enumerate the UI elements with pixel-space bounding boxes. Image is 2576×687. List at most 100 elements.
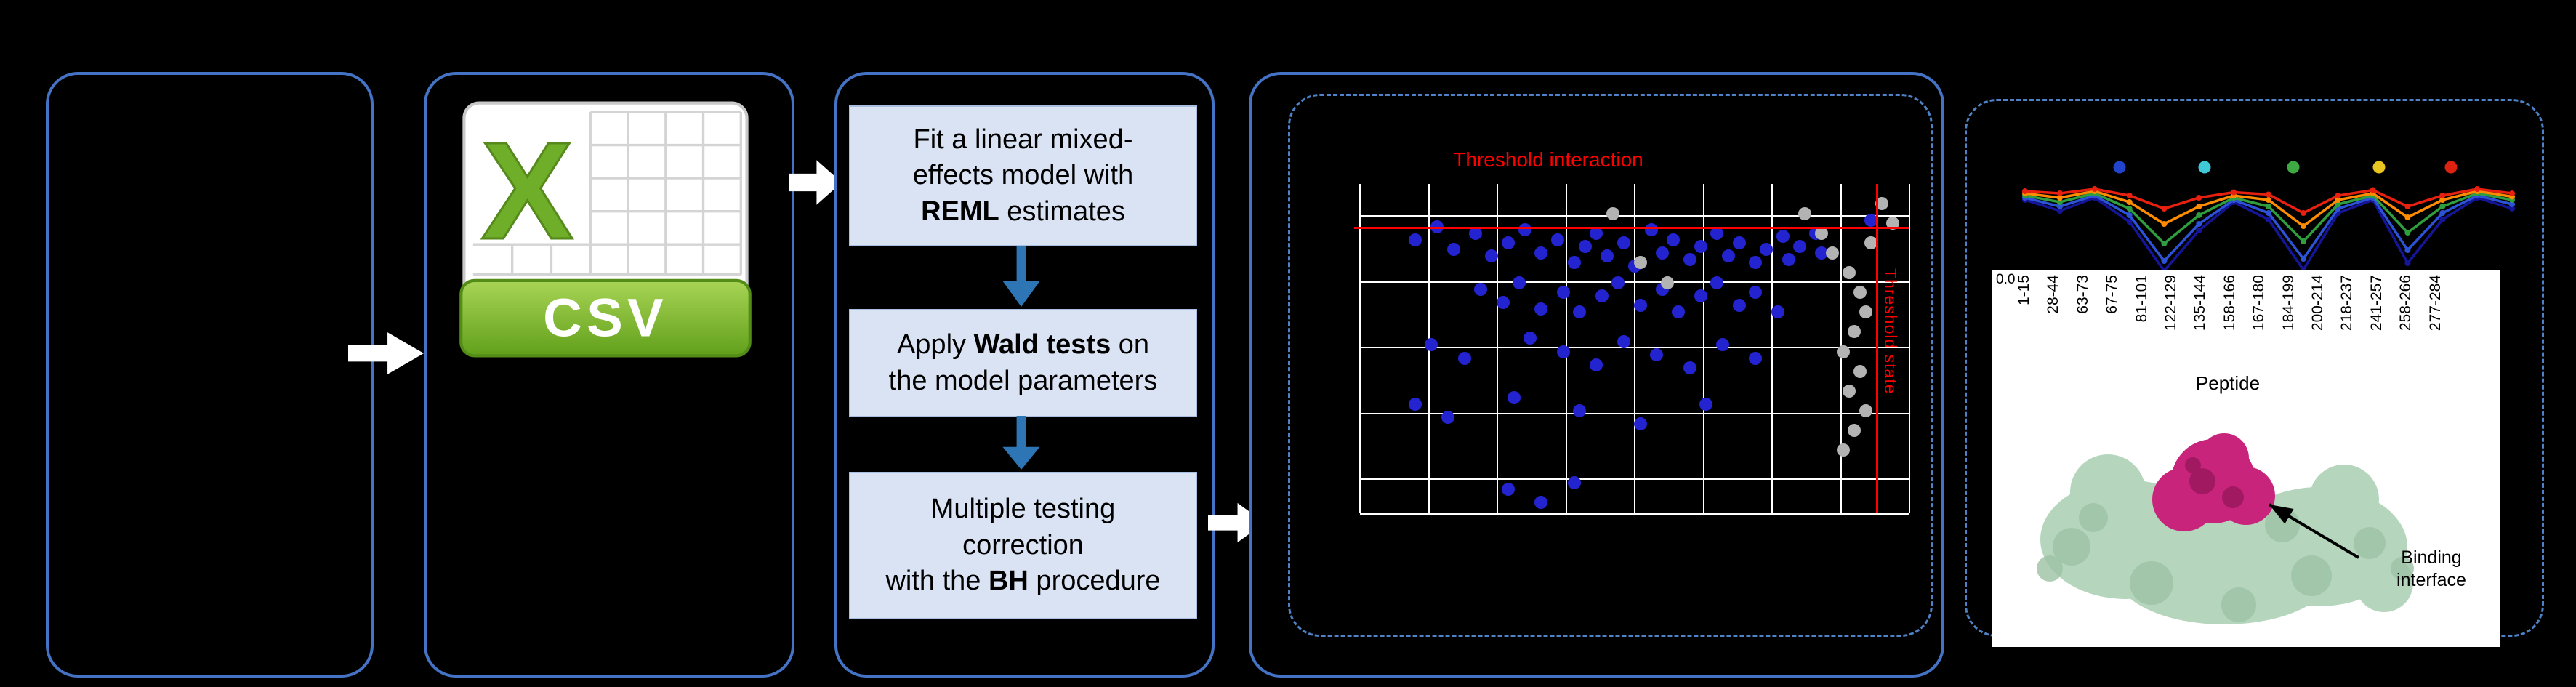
scatter-point-grey-points: [1837, 345, 1851, 358]
excel-x-glyph: X: [481, 114, 573, 268]
gridline-horizontal: [1360, 281, 1909, 283]
down-arrow-icon: [1002, 416, 1040, 470]
profile-point: [2161, 221, 2168, 227]
scatter-point-blue-points: [1556, 286, 1570, 300]
scatter-point-blue-points: [1567, 256, 1581, 270]
profile-point: [2056, 204, 2063, 209]
scatter-point-blue-points: [1534, 496, 1548, 510]
profile-point: [2335, 201, 2341, 207]
profile-point: [2196, 228, 2202, 233]
scatter-point-blue-points: [1699, 397, 1713, 411]
scatter-point-grey-points: [1848, 424, 1861, 437]
gridline-vertical: [1702, 184, 1704, 513]
scatter-point-grey-points: [1848, 325, 1861, 339]
profile-point: [2266, 217, 2271, 222]
scatter-point-grey-points: [1886, 217, 1900, 230]
scatter-point-grey-points: [1853, 286, 1867, 300]
binding-interface-arrow: [2268, 503, 2360, 559]
scatter-point-blue-points: [1655, 246, 1669, 260]
panel-results-scatter: [1249, 72, 1944, 678]
peptide-tick-label: 184-199: [2279, 275, 2297, 332]
profile-point: [2126, 212, 2133, 218]
peptide-tick-label: 122-129: [2162, 275, 2179, 332]
peptide-tick-label: 218-237: [2338, 275, 2356, 332]
scatter-point-blue-points: [1496, 295, 1510, 309]
scatter-point-blue-points: [1468, 226, 1482, 240]
scatter-point-blue-points: [1617, 334, 1630, 348]
scatter-point-blue-points: [1567, 476, 1581, 490]
y-axis-tick-label: 0.0: [1996, 272, 2016, 287]
gridline-vertical: [1497, 184, 1498, 513]
profile-point: [2266, 191, 2271, 198]
scatter-point-blue-points: [1782, 252, 1795, 266]
profile-point: [2266, 210, 2271, 216]
profile-point: [2161, 206, 2168, 212]
scatter-point-blue-points: [1633, 299, 1647, 313]
scatter-point-grey-points: [1859, 403, 1872, 417]
scatter-point-blue-points: [1617, 236, 1630, 250]
legend-dot: [2198, 161, 2211, 174]
gridline-horizontal: [1360, 412, 1909, 414]
scatter-point-blue-points: [1446, 243, 1460, 257]
x-axis-title: Peptide: [2195, 372, 2261, 394]
threshold-vertical-label: Threshold state: [1881, 268, 1900, 395]
down-arrow-icon: [1002, 246, 1040, 307]
scatter-point-blue-points: [1666, 233, 1680, 246]
profile-point: [2404, 214, 2411, 220]
csv-banner: [459, 278, 752, 358]
scatter-point-grey-points: [1853, 364, 1867, 378]
right-arrow-icon: [348, 332, 424, 374]
profile-point: [2370, 187, 2376, 193]
scatter-point-blue-points: [1721, 249, 1735, 263]
scatter-point-blue-points: [1792, 239, 1806, 253]
profile-point: [2126, 199, 2133, 205]
profile-point: [2056, 208, 2063, 214]
gridline-vertical: [1771, 184, 1773, 513]
profile-point: [2404, 230, 2411, 236]
gridline-horizontal: [1360, 347, 1909, 348]
scatter-point-grey-points: [1826, 246, 1840, 260]
scatter-point-blue-points: [1518, 223, 1531, 237]
profile-point: [2056, 195, 2063, 201]
scatter-point-blue-points: [1776, 230, 1790, 244]
scatter-point-blue-points: [1502, 236, 1516, 250]
profile-point: [2509, 201, 2515, 207]
scatter-point-grey-points: [1842, 384, 1856, 398]
profile-point: [2335, 197, 2341, 203]
scatter-point-blue-points: [1749, 286, 1763, 300]
uptake-profile-chart: [2022, 161, 2515, 274]
profile-point: [2196, 221, 2202, 227]
scatter-point-blue-points: [1502, 483, 1516, 497]
profile-point: [2439, 193, 2446, 198]
profile-point: [2266, 197, 2271, 203]
csv-file-icon: X CSV: [459, 101, 752, 358]
spreadsheet-grid: [472, 111, 742, 276]
scatter-point-blue-points: [1864, 213, 1878, 227]
profile-point: [2300, 256, 2306, 262]
protein-surface: [2037, 454, 2414, 624]
profile-point: [2335, 193, 2341, 198]
legend-dot: [2113, 161, 2126, 174]
right-arrow-icon: [789, 160, 842, 205]
scatter-point-blue-points: [1694, 289, 1707, 302]
profile-point: [2161, 258, 2168, 264]
scatter-point-blue-points: [1425, 338, 1438, 352]
scatter-point-grey-points: [1842, 266, 1856, 280]
panel-input: [46, 72, 374, 678]
binding-label-line1: Binding: [2401, 547, 2462, 568]
profile-point: [2126, 219, 2133, 225]
profile-point: [2474, 186, 2481, 192]
scatter-point-grey-points: [1875, 197, 1889, 211]
profile-point: [2509, 190, 2515, 196]
scatter-point-blue-points: [1611, 276, 1625, 289]
scatter-point-blue-points: [1590, 226, 1603, 240]
scatter-point-blue-points: [1710, 276, 1724, 289]
profile-point: [2126, 193, 2133, 198]
scatter-point-blue-points: [1524, 332, 1537, 345]
profile-point: [2056, 190, 2063, 196]
scatter-title: Threshold interaction: [1453, 148, 1643, 171]
gridline-vertical: [1359, 184, 1361, 513]
scatter-point-grey-points: [1837, 443, 1851, 457]
